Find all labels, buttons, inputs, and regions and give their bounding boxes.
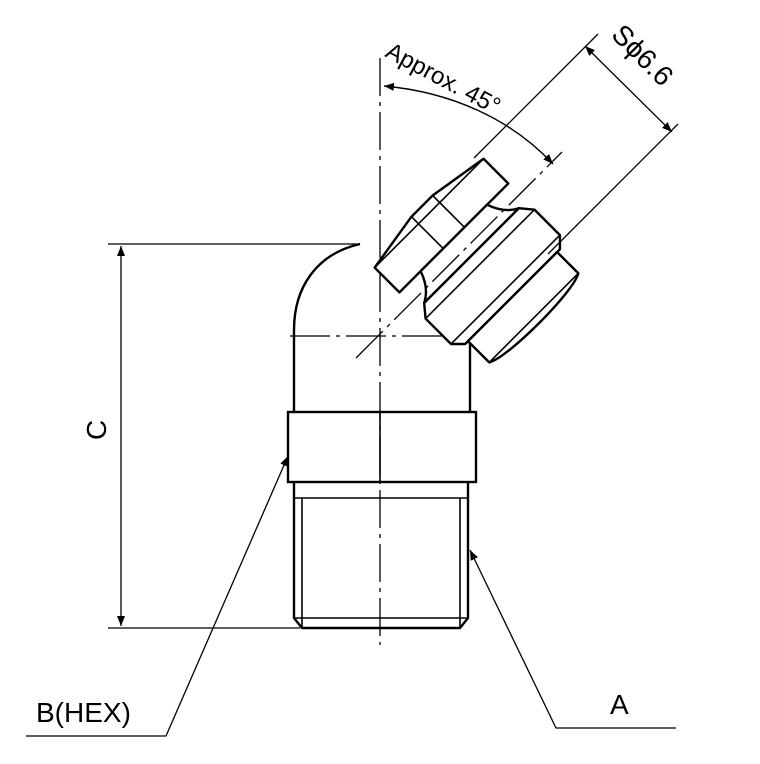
angle-arc (383, 82, 554, 165)
hex-label: B(HEX) (36, 697, 131, 728)
hex-leader (26, 455, 289, 737)
head-collar (422, 207, 562, 346)
nipple-head (373, 157, 580, 364)
height-label: C (81, 420, 112, 440)
hex-section (286, 410, 478, 484)
thread-label: A (610, 689, 629, 720)
sphere-diameter-label: Sϕ6.6 (606, 18, 680, 92)
thread-leader (469, 549, 676, 729)
sphere-diameter-dimension (473, 33, 679, 255)
angled-center-line (355, 151, 563, 359)
threaded-section (292, 482, 470, 630)
head-sphere (466, 250, 580, 364)
angle-label: Approx. 45° (381, 37, 505, 120)
height-dimension (108, 243, 360, 629)
